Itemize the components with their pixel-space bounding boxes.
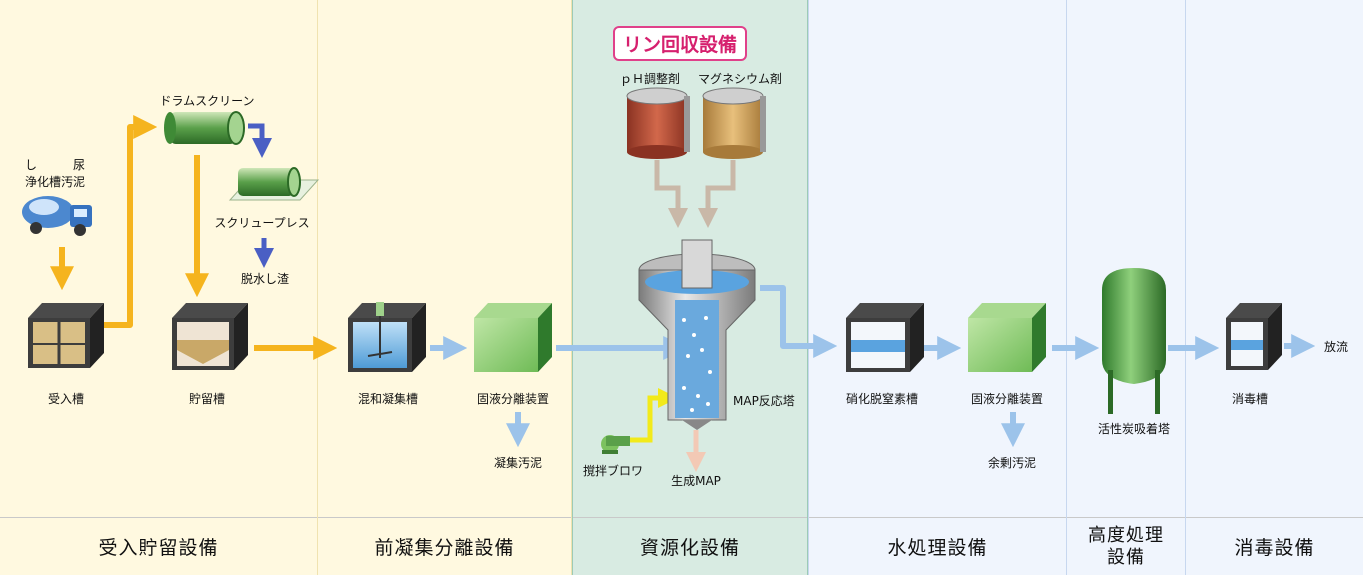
section-label: 水処理設備 [809, 517, 1066, 575]
map-reactor-label: MAP反応塔 [733, 394, 795, 408]
flow-orange [50, 115, 338, 360]
storage-tank-label: 貯留槽 [188, 392, 226, 406]
blower-icon [601, 435, 630, 454]
ph-agent-drum-icon [626, 87, 690, 159]
carbon-tower-icon [1102, 268, 1166, 414]
section-label: 前凝集分離設備 [318, 517, 571, 575]
drum-screen-icon [164, 111, 245, 145]
disinfection-tank-label: 消毒槽 [1231, 392, 1269, 406]
screw-press-label: スクリュープレス [214, 216, 310, 230]
screw-press-icon [228, 167, 320, 201]
section-label: 受入貯留設備 [0, 517, 317, 575]
coag-sludge-label: 凝集汚泥 [493, 456, 543, 470]
section-label: 高度処理 設備 [1067, 517, 1185, 575]
section-label: 資源化設備 [573, 517, 807, 575]
flow-reagent [654, 160, 736, 228]
solid-liquid-separator-1-label: 固液分離装置 [476, 392, 550, 406]
blower-label: 撹拌ブロワ [582, 464, 644, 478]
excess-sludge-label: 余剰汚泥 [987, 456, 1037, 470]
tank-icon [28, 303, 104, 368]
receiving-tank-label: 受入槽 [47, 392, 85, 406]
flow-air [630, 388, 678, 443]
section-label: 消毒設備 [1186, 517, 1363, 575]
tank-icon [348, 302, 426, 372]
section-pre-coagulation: 前凝集分離設備 [318, 0, 572, 575]
section-disinfection: 消毒設備 [1186, 0, 1363, 575]
solid-liquid-separator-icon [474, 303, 552, 372]
drum-screen-label: ドラムスクリーン [159, 94, 255, 108]
section-label-line2: 設備 [1107, 546, 1145, 568]
section-water-treatment: 水処理設備 [808, 0, 1067, 575]
flow-indigo [248, 123, 274, 268]
map-product-label: 生成MAP [671, 474, 721, 488]
mixing-tank-label: 混和凝集槽 [357, 392, 419, 406]
discharge-label: 放流 [1324, 340, 1349, 354]
section-label-line1: 高度処理 [1088, 524, 1164, 546]
ph-agent-label: ｐＨ調整剤 [619, 72, 681, 86]
truck-icon [22, 196, 92, 236]
solid-liquid-separator-2-label: 固液分離装置 [970, 392, 1044, 406]
nitrification-tank-label: 硝化脱窒素槽 [845, 392, 919, 406]
flow-blue [430, 285, 1316, 448]
mg-agent-drum-icon [702, 87, 766, 159]
mg-agent-label: マグネシウム剤 [697, 72, 783, 86]
reactor-icon [638, 239, 756, 430]
dewatered-residue-label: 脱水し渣 [240, 272, 290, 286]
tank-icon [846, 303, 924, 372]
input-label-line2: 浄化槽汚泥 [25, 175, 86, 189]
tank-icon [172, 303, 248, 370]
phosphorus-recovery-title: リン回収設備 [613, 26, 748, 61]
tank-icon [1226, 303, 1282, 370]
input-label-line1: し 尿 [25, 158, 86, 172]
solid-liquid-separator-icon [968, 303, 1046, 372]
carbon-tower-label: 活性炭吸着塔 [1097, 422, 1171, 436]
